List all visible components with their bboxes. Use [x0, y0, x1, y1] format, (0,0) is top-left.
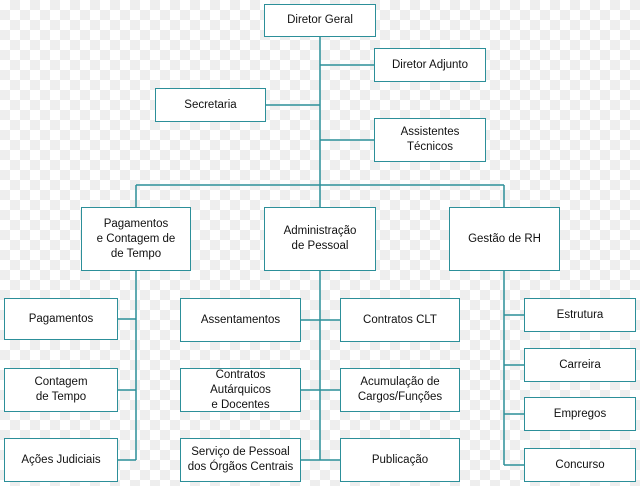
node-carreira: Carreira [524, 348, 636, 382]
node-acoes-judiciais: Ações Judiciais [4, 438, 118, 482]
node-estrutura: Estrutura [524, 298, 636, 332]
node-contratos-clt: Contratos CLT [340, 298, 460, 342]
node-diretor-geral: Diretor Geral [264, 4, 376, 37]
node-acumulacao-cargos: Acumulação de Cargos/Funções [340, 368, 460, 412]
node-diretor-adjunto: Diretor Adjunto [374, 48, 486, 82]
node-pagamentos-contagem: Pagamentos e Contagem de de Tempo [81, 207, 191, 271]
node-pagamentos: Pagamentos [4, 298, 118, 340]
node-publicacao: Publicação [340, 438, 460, 482]
node-concurso: Concurso [524, 448, 636, 482]
node-empregos: Empregos [524, 397, 636, 431]
node-servico-pessoal: Serviço de Pessoal dos Órgãos Centrais [180, 438, 301, 482]
node-administracao-pessoal: Administração de Pessoal [264, 207, 376, 271]
node-gestao-rh: Gestão de RH [449, 207, 560, 271]
node-assentamentos: Assentamentos [180, 298, 301, 342]
node-secretaria: Secretaria [155, 88, 266, 122]
node-contagem-tempo: Contagem de Tempo [4, 368, 118, 412]
node-assistentes-tecnicos: Assistentes Técnicos [374, 118, 486, 162]
node-contratos-autarquicos: Contratos Autárquicos e Docentes [180, 368, 301, 412]
